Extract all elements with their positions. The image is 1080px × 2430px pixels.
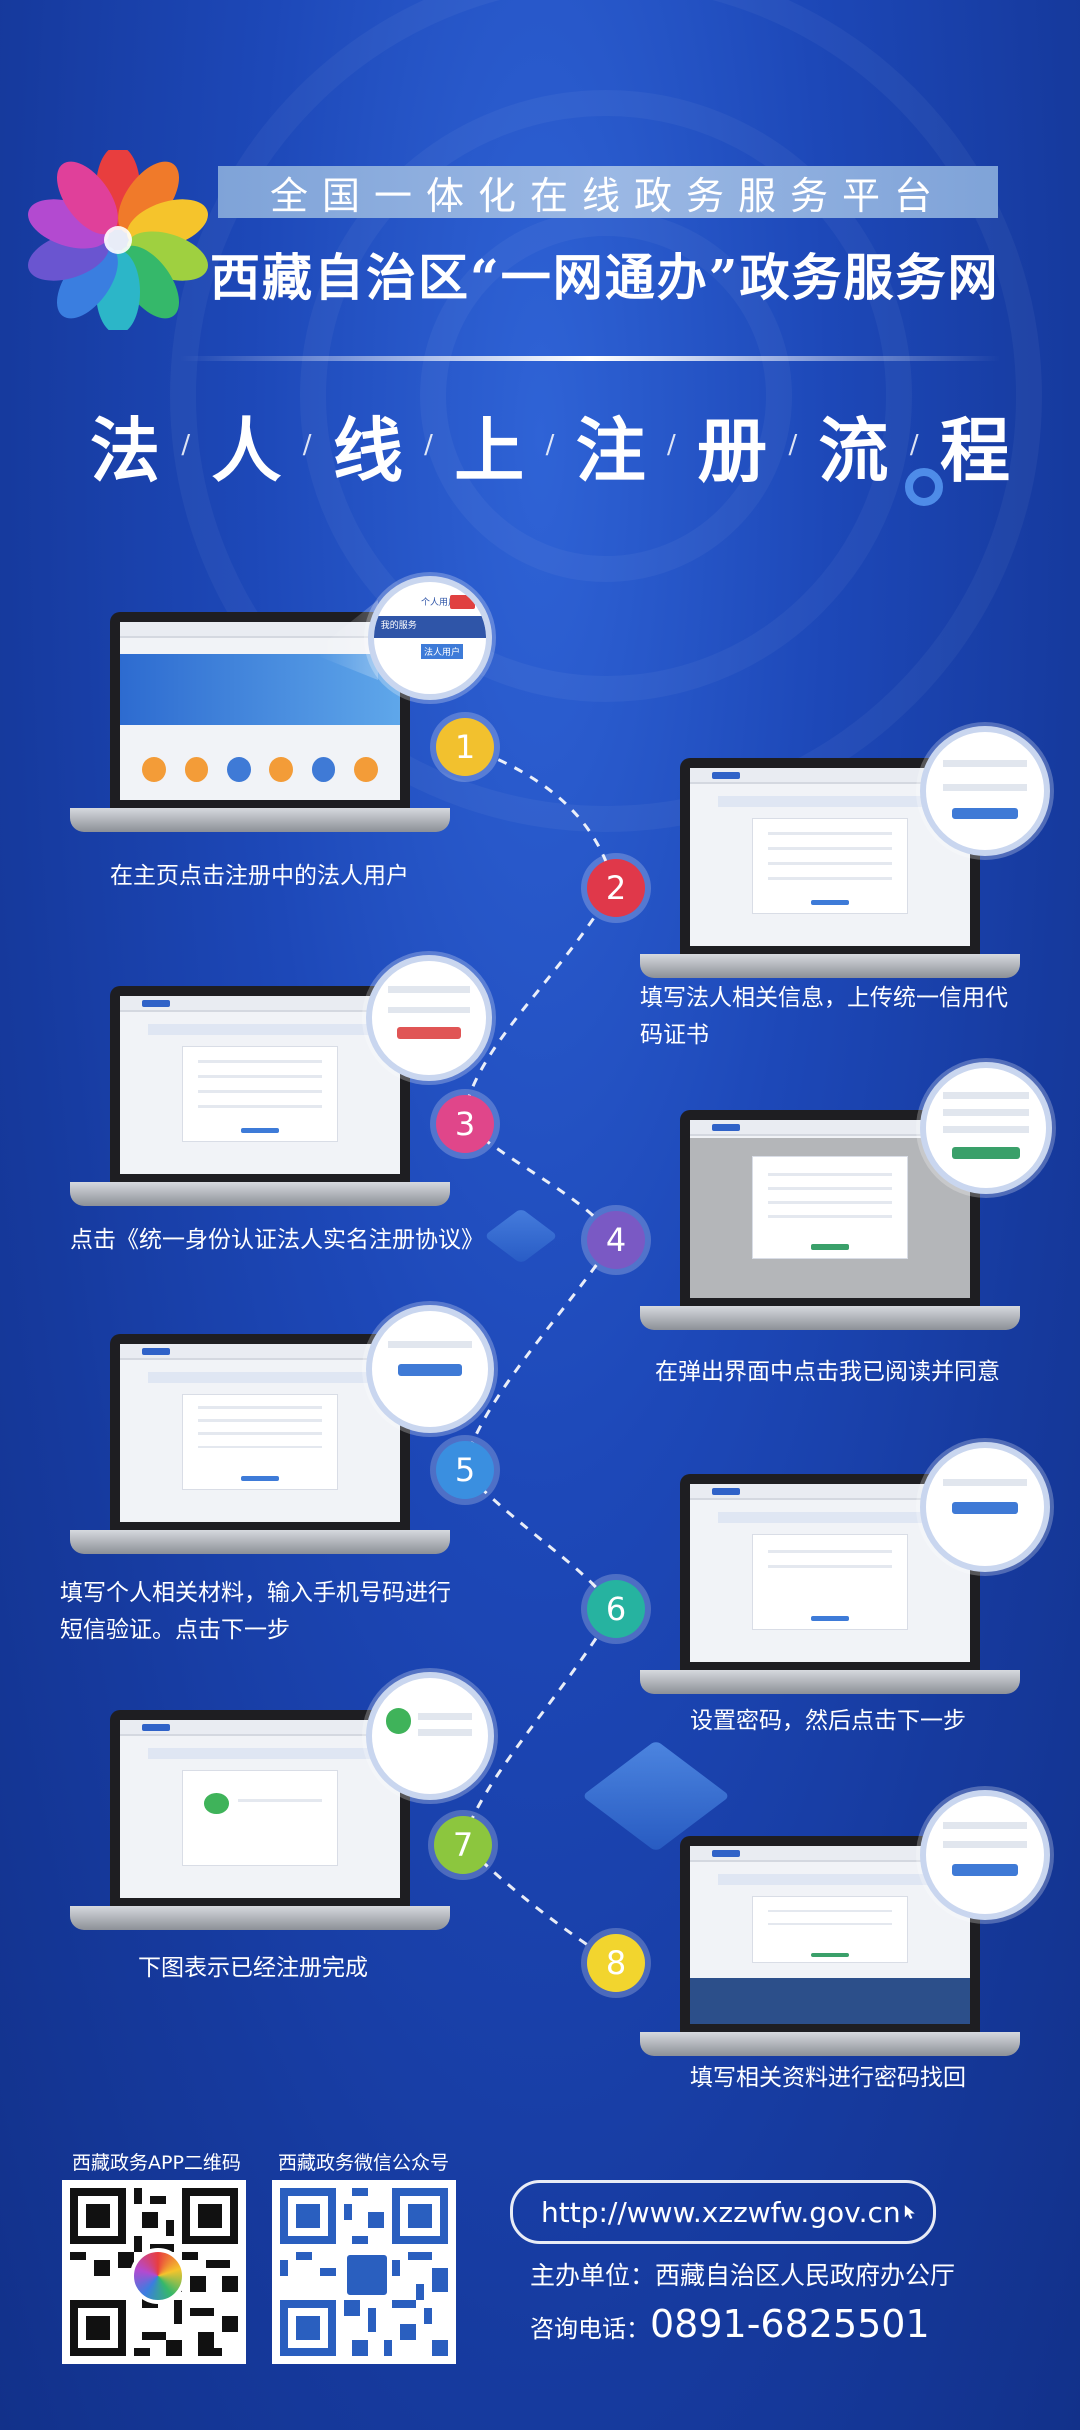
step6-zoom — [920, 1442, 1050, 1572]
step5-laptop — [70, 1334, 450, 1554]
step3-laptop — [70, 986, 450, 1206]
site-title: 西藏自治区“一网通办”政务服务网 — [210, 248, 1000, 307]
zoom-personal-label: 个人用户 — [421, 598, 458, 609]
main-title-char: 程 — [939, 409, 1010, 492]
step7-laptop — [70, 1710, 450, 1930]
phone-label: 咨询电话： — [530, 2315, 650, 2343]
step3-zoom — [366, 955, 492, 1081]
phone-row: 咨询电话：0891-6825501 — [530, 2302, 930, 2346]
step-badge-5: 5 — [436, 1441, 494, 1499]
step7-zoom — [366, 1672, 494, 1800]
step3-caption: 点击《统一身份认证法人实名注册协议》 — [70, 1227, 484, 1253]
step-badge-7: 7 — [434, 1816, 492, 1874]
step6-caption: 设置密码，然后点击下一步 — [690, 1708, 966, 1734]
main-title-char: 注 — [575, 409, 646, 492]
main-title-char: 法 — [90, 409, 160, 492]
phone-number: 0891-6825501 — [650, 2302, 930, 2346]
step-badge-6: 6 — [587, 1580, 645, 1638]
step5-caption: 填写个人相关材料，输入手机号码进行短信验证。点击下一步 — [60, 1580, 451, 1643]
step8-zoom — [920, 1790, 1050, 1920]
cursor-icon — [904, 2205, 915, 2219]
app-qr-code — [62, 2180, 246, 2364]
organizer-text: 主办单位：西藏自治区人民政府办公厅 — [530, 2261, 956, 2290]
step4-zoom — [920, 1062, 1052, 1194]
step5-zoom — [366, 1305, 494, 1433]
qr-wechat-label: 西藏政务微信公众号 — [278, 2152, 450, 2174]
step-badge-3: 3 — [436, 1095, 494, 1153]
step4-laptop — [640, 1110, 1020, 1330]
main-title: 法/ 人/ 线/ 上/ 注/ 册/ 流/ 程 — [90, 390, 1010, 500]
zoom-legal-label: 法人用户 — [421, 643, 464, 659]
qr-app-label: 西藏政务APP二维码 — [72, 2152, 241, 2174]
step1-zoom: 我的服务 个人用户 法人用户 — [368, 576, 492, 700]
main-title-char: 上 — [454, 409, 525, 492]
ring-dot-decor — [905, 468, 943, 506]
main-title-char: 线 — [332, 409, 403, 492]
step7-caption: 下图表示已经注册完成 — [138, 1955, 368, 1981]
step1-caption: 在主页点击注册中的法人用户 — [110, 863, 409, 889]
zoom-nav-text: 我的服务 — [380, 620, 417, 631]
wechat-qr-code — [272, 2180, 456, 2364]
step2-zoom — [920, 726, 1050, 856]
step2-caption: 填写法人相关信息，上传统一信用代码证书 — [640, 985, 1008, 1048]
step-badge-8: 8 — [587, 1934, 645, 1992]
step8-caption: 填写相关资料进行密码找回 — [690, 2065, 966, 2091]
platform-banner: 全国一体化在线政务服务平台 — [218, 166, 998, 218]
flower-logo-icon — [28, 150, 208, 330]
site-url[interactable]: http://www.xzzwfw.gov.cn — [541, 2195, 901, 2229]
step1-laptop — [70, 612, 450, 832]
step-badge-4: 4 — [587, 1211, 645, 1269]
title-divider — [180, 356, 1000, 361]
main-title-char: 册 — [697, 409, 768, 492]
step-badge-1: 1 — [436, 718, 494, 776]
step-badge-2: 2 — [587, 859, 645, 917]
url-box[interactable]: http://www.xzzwfw.gov.cn — [510, 2180, 936, 2244]
main-title-char: 流 — [818, 409, 889, 492]
step4-caption: 在弹出界面中点击我已阅读并同意 — [655, 1359, 1000, 1385]
main-title-char: 人 — [211, 409, 282, 492]
